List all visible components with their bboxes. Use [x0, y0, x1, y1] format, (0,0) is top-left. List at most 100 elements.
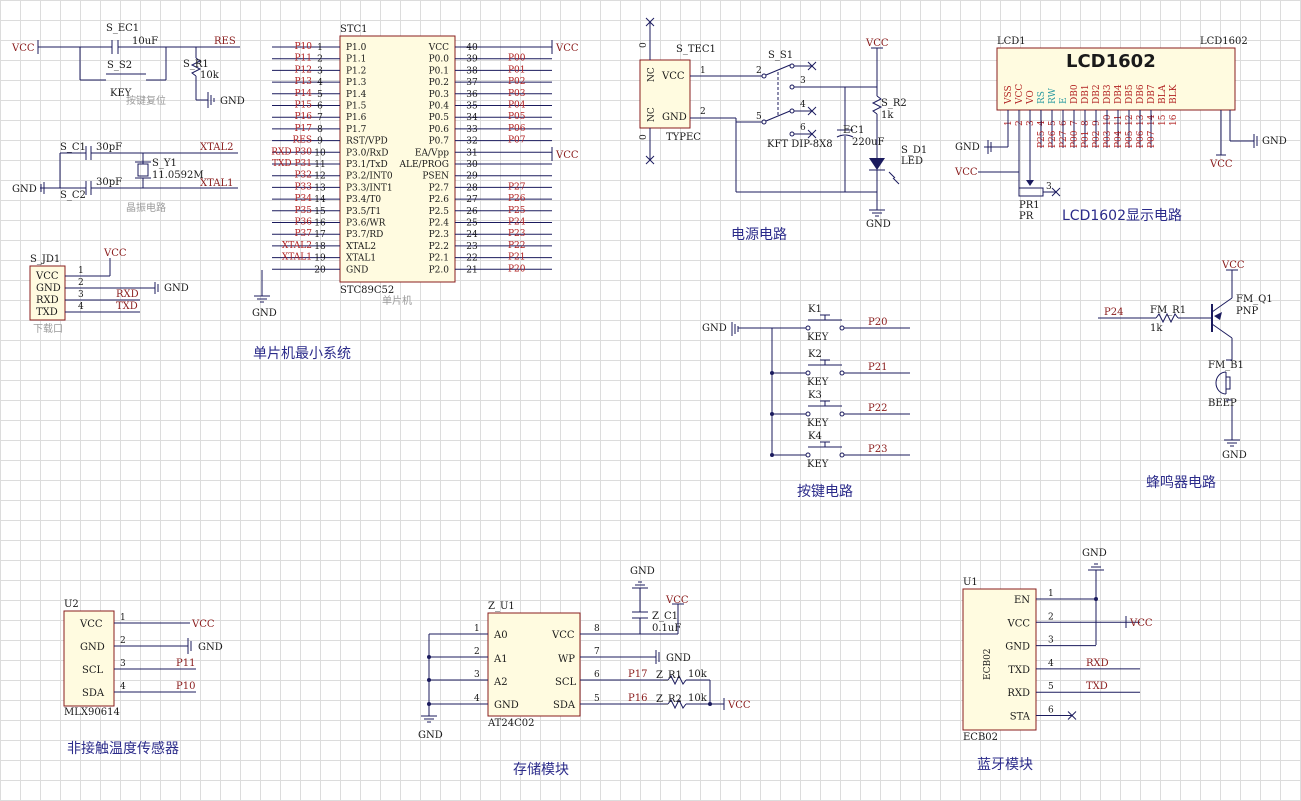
- lcd-pin-1: VSS: [1004, 85, 1014, 105]
- u2-num-4: 4: [120, 682, 126, 692]
- jd1-ref: S_JD1: [30, 254, 60, 265]
- lcd-pin-num-11: 11: [1114, 115, 1124, 126]
- key-ref-4: K4: [808, 431, 822, 442]
- mcu-pin-num-26: 26: [466, 207, 478, 217]
- mcu-pin-num-18: 18: [314, 242, 326, 252]
- tec-side-2: 0: [639, 134, 649, 140]
- mcu-pin-num-13: 13: [314, 183, 326, 193]
- mcu-pin-num-25: 25: [466, 219, 478, 229]
- lcd-pin-11: DB4: [1114, 84, 1124, 104]
- lcd-pin-net-10: P03: [1103, 130, 1113, 148]
- mcu-pin-num-40: 40: [466, 43, 478, 53]
- lcd-pin-net-12: P05: [1125, 130, 1135, 148]
- mcu-pin-num-28: 28: [466, 183, 478, 193]
- net-label-vcc: VCC: [865, 38, 889, 49]
- sw-num-6: 6: [800, 123, 806, 133]
- eeprom-pin-scl: SCL: [555, 677, 577, 688]
- mcu-pin-net-39: P00: [508, 54, 526, 64]
- net-label-xtal2: XTAL2: [200, 142, 233, 153]
- mcu-pin-name-11: P3.1/TxD: [346, 160, 388, 170]
- reset-cap-ref: S_EC1: [106, 23, 139, 34]
- mcu-pin-name-15: P3.5/T1: [346, 207, 381, 217]
- net-label-vcc: VCC: [727, 700, 751, 711]
- sw-num-5: 5: [756, 112, 762, 122]
- lcd-pin-13: DB6: [1136, 84, 1146, 104]
- net-label-p17: P17: [628, 669, 647, 680]
- lcd-pin-net-8: P01: [1081, 130, 1091, 148]
- eeprom-pin-sda: SDA: [553, 700, 576, 711]
- mcu-pin-num-1: 1: [317, 43, 323, 53]
- mcu-pin-name-8: P1.7: [346, 125, 367, 135]
- mcu-pin-num-38: 38: [466, 66, 478, 76]
- sw-part: KFT DIP-8X8: [767, 139, 833, 150]
- lcd-pin-num-6: 6: [1059, 120, 1069, 126]
- crystal-c1-val: 30pF: [96, 142, 122, 153]
- mcu-pin-name-5: P1.4: [346, 90, 367, 100]
- lcd-pin-net-11: P04: [1114, 130, 1124, 148]
- lcd-pin-num-8: 8: [1081, 120, 1091, 126]
- reset-cap-val: 10uF: [132, 36, 158, 47]
- storage-module: Z_U1 AT24C02 A0 A1 A2 GND VCC WP SCL SDA…: [418, 566, 751, 741]
- mcu-pin-name-7: P1.6: [346, 113, 367, 123]
- reset-key-val: KEY: [110, 88, 132, 99]
- mcu-pin-num-39: 39: [466, 55, 478, 65]
- eeprom-r1-val: 10k: [688, 669, 708, 680]
- mcu-pin-net-17: P37: [294, 229, 312, 239]
- mcu-pin-num-37: 37: [466, 78, 478, 88]
- eeprom-ref: Z_U1: [488, 601, 515, 612]
- beep-r-ref: FM_R1: [1150, 305, 1186, 316]
- mcu-pin-net-4: P13: [294, 77, 312, 87]
- net-label-p11: P11: [176, 658, 195, 669]
- mcu-pin-net-38: P01: [508, 65, 526, 75]
- mcu-pin-num-3: 3: [317, 66, 323, 76]
- mcu-pin-net-32: P07: [508, 136, 526, 146]
- mcu-pin-net-27: P26: [508, 194, 526, 204]
- lcd-pin-net-4: P25: [1037, 130, 1047, 148]
- lcd-pin-net-6: P27: [1059, 130, 1069, 148]
- bt-pin-5: RXD: [1007, 688, 1030, 699]
- tec-num-2: 2: [700, 107, 706, 117]
- mcu-pin-net-22: P21: [508, 253, 526, 263]
- mcu-pin-num-10: 10: [314, 148, 326, 158]
- mcu-pin-net-15: P35: [294, 206, 312, 216]
- bt-pin-6: STA: [1010, 712, 1031, 723]
- mcu-pin-name-31: EA/Vpp: [415, 148, 449, 158]
- mcu-pin-num-23: 23: [466, 242, 478, 252]
- lcd-pin-14: DB7: [1147, 84, 1157, 104]
- net-label-vcc: VCC: [191, 619, 215, 630]
- mcu-pin-name-21: P2.0: [429, 265, 450, 275]
- net-label-gnd: GND: [198, 642, 223, 653]
- net-label-gnd: GND: [630, 566, 655, 577]
- eeprom-part: AT24C02: [487, 718, 534, 729]
- tec-part: TYPEC: [666, 132, 701, 143]
- lcd-title: LCD1602: [1066, 51, 1156, 72]
- title-bt: 蓝牙模块: [977, 757, 1033, 773]
- mcu-pin-name-16: P3.6/WR: [346, 219, 386, 229]
- lcd-pin-16: BLK: [1169, 84, 1179, 104]
- led-val: LED: [901, 156, 923, 167]
- jd1-num-4: 4: [78, 302, 84, 312]
- lcd-pin-num-15: 15: [1158, 114, 1168, 126]
- lcd-pin-num-10: 10: [1103, 114, 1113, 126]
- mcu-pin-net-6: P15: [294, 101, 312, 111]
- lcd-pin-6: E: [1059, 97, 1069, 104]
- net-label-gnd: GND: [955, 142, 980, 153]
- tec-nc-2: NC: [647, 107, 657, 122]
- mcu-pin-name-13: P3.3/INT1: [346, 183, 393, 193]
- lcd-pin-num-2: 2: [1015, 120, 1025, 126]
- net-label-gnd: GND: [220, 96, 245, 107]
- title-power: 电源电路: [731, 227, 787, 243]
- title-mcu: 单片机最小系统: [253, 346, 351, 362]
- download-note: 下载口: [33, 323, 63, 335]
- mcu-note: 单片机: [382, 294, 412, 307]
- mcu-pin-name-38: P0.1: [429, 66, 449, 76]
- mcu-pin-name-27: P2.6: [429, 195, 450, 205]
- net-label-gnd: GND: [418, 730, 443, 741]
- net-label-gnd: GND: [1222, 450, 1247, 461]
- bt-pin-2: VCC: [1006, 618, 1030, 629]
- reset-res-ref: S_R1: [183, 59, 209, 70]
- u2-pin-gnd: GND: [80, 642, 105, 653]
- lcd-pin-8: DB1: [1081, 84, 1091, 104]
